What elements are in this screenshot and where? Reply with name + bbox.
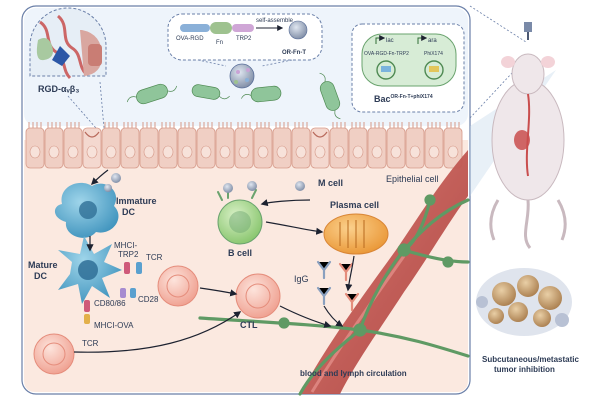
epithelial-cell xyxy=(253,122,273,169)
trp2-label: TRP2 xyxy=(236,36,252,42)
bacterium xyxy=(319,72,341,120)
or-fn-t-label: OR-Fn-T xyxy=(282,50,306,56)
epithelial-cell xyxy=(291,122,311,169)
t-cell-helper xyxy=(157,265,199,307)
circulation-label: blood and lymph circulation xyxy=(300,369,407,378)
bac-label: BacOR-Fn-T+phiX174 xyxy=(374,94,433,104)
igg-label: IgG xyxy=(294,274,309,284)
or-fn-t-nanoparticle xyxy=(229,63,255,89)
receptor-glyphs xyxy=(84,262,142,324)
fn-label: Fn xyxy=(216,40,223,46)
epithelial-cell xyxy=(443,122,463,169)
b-cell: B cell xyxy=(217,188,263,258)
epithelial-cell xyxy=(329,122,349,169)
epithelial-cell xyxy=(44,122,64,169)
epithelial-cell xyxy=(386,122,406,169)
epithelial-cell xyxy=(177,122,197,169)
igg-antibodies: IgG xyxy=(294,260,360,312)
arrow-b-to-plasma xyxy=(265,221,324,235)
bacteria-plasmid-inset: lac ara OVA-RGD-Fn-TRP2 PhiX174 BacOR-Fn… xyxy=(351,23,465,113)
plasma-cell: Plasma cell xyxy=(323,200,389,255)
arrow-naive-t-to-ctl xyxy=(73,311,242,353)
ctl-label: CTL xyxy=(240,320,258,330)
epithelial-layer xyxy=(25,122,463,169)
plasma-cell-label: Plasma cell xyxy=(330,200,379,210)
self-assemble-label: self-assemble xyxy=(256,18,294,24)
molecule-labels: MHCI-TRP2 TCR CD80/86 CD28 MHCI-OVA TCR … xyxy=(82,241,407,378)
m-cell xyxy=(82,127,102,169)
rgd-integrin-label: RGD-αᵥβ₃ xyxy=(38,84,79,94)
m-cell-label: M cell xyxy=(318,178,343,188)
epithelial-cell xyxy=(139,122,159,169)
lymph-vessel-network xyxy=(198,194,470,396)
epithelial-cell xyxy=(101,122,121,169)
bacteria-group xyxy=(126,72,341,120)
epithelial-cell xyxy=(120,122,140,169)
epithelial-cell xyxy=(158,122,178,169)
epithelial-cell xyxy=(405,122,425,169)
epithelial-cell xyxy=(272,122,292,169)
arrow-t-to-ctl xyxy=(199,287,238,297)
ara-promoter-label: ara xyxy=(428,38,437,44)
bacterium xyxy=(191,84,230,100)
epithelial-cell xyxy=(367,122,387,169)
epithelium-labels: M cell Epithelial cell xyxy=(318,174,439,188)
b-cell-label: B cell xyxy=(228,248,252,258)
mhci-ova-label: MHCI-OVA xyxy=(94,321,134,330)
arrow-igg-to-circulation xyxy=(323,305,344,327)
arrow-m-cell-to-b-cell xyxy=(260,199,311,207)
t-cell-naive xyxy=(33,333,75,375)
cd28-label: CD28 xyxy=(138,295,159,304)
rgd-integrin-inset: RGD-αᵥβ₃ xyxy=(29,7,107,129)
arrow-plasma-to-igg xyxy=(345,255,355,292)
m-cell xyxy=(310,127,330,169)
self-assembly-inset: OVA-RGD Fn TRP2 self-assemble OR-Fn-T xyxy=(167,13,323,67)
epithelial-cell xyxy=(25,122,45,169)
ova-rgd-label: OVA-RGD xyxy=(176,36,204,42)
arrow-ctl-to-circulation xyxy=(279,305,332,328)
epithelial-cell xyxy=(196,122,216,169)
mouse-illustration xyxy=(469,5,567,249)
bacterium xyxy=(126,83,178,105)
epithelial-cell-label: Epithelial cell xyxy=(386,174,439,184)
epithelial-cell xyxy=(424,122,444,169)
ctl-cell: CTL xyxy=(235,273,281,330)
epithelial-cell xyxy=(63,122,83,169)
bacterium xyxy=(241,85,282,103)
lac-promoter-label: lac xyxy=(386,38,394,44)
phix174-label: PhiX174 xyxy=(424,51,443,57)
epithelial-cell xyxy=(215,122,235,169)
tissue-nanoparticles xyxy=(104,173,305,193)
epithelial-cell xyxy=(234,122,254,169)
tcr-top-label: TCR xyxy=(146,253,163,262)
cd80-86-label: CD80/86 xyxy=(94,299,126,308)
arrow-to-immature-dc xyxy=(90,169,109,186)
mhci-trp2-label: MHCI-TRP2 xyxy=(114,241,139,259)
flow-arrows xyxy=(73,169,355,353)
epithelial-cell xyxy=(348,122,368,169)
tcr-bottom-label: TCR xyxy=(82,339,99,348)
plasmid-cassette-label: OVA-RGD-Fn-TRP2 xyxy=(364,51,409,57)
